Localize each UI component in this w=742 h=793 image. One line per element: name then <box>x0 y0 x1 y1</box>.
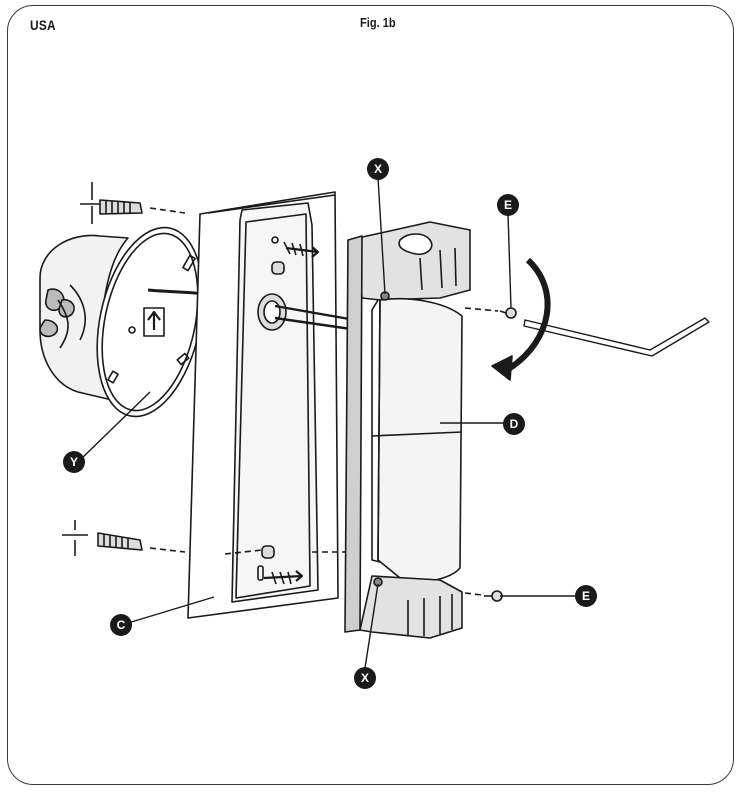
rotation-arrow <box>491 257 551 381</box>
screw-e-bottom <box>464 590 503 602</box>
wall-anchor-bottom <box>62 520 186 556</box>
callout-x-top: X <box>367 158 389 180</box>
figure-title: Fig. 1b <box>360 15 396 30</box>
wall-plate-c <box>187 191 359 619</box>
callout-e-top: E <box>497 194 519 216</box>
allen-key <box>523 317 710 357</box>
callout-c: C <box>110 614 132 636</box>
callout-y: Y <box>63 451 85 473</box>
callout-leaders <box>79 177 578 669</box>
callout-e-bottom: E <box>575 585 597 607</box>
sensor-unit-d <box>344 221 471 639</box>
screw-e-top <box>464 307 517 319</box>
mounting-plate-y <box>96 226 206 418</box>
callout-x-bottom: X <box>354 667 376 689</box>
wall-anchor-top <box>80 182 186 224</box>
callout-d: D <box>503 413 525 435</box>
junction-box <box>39 234 129 401</box>
figure-frame <box>7 5 734 785</box>
region-label: USA <box>30 17 56 33</box>
